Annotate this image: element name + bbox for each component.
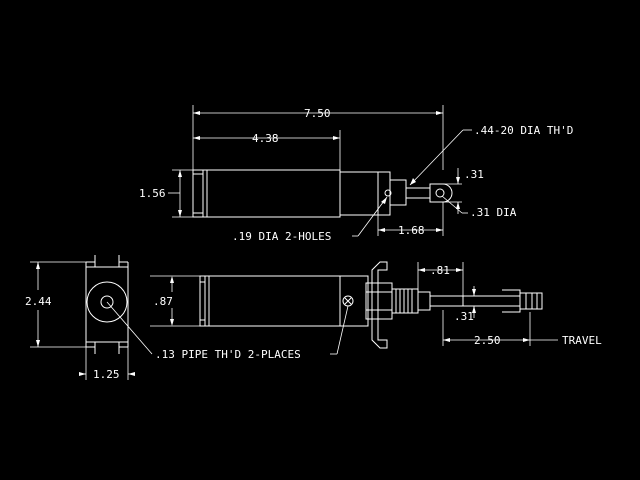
top-cap — [339, 171, 391, 216]
dim-rod-end-height: .31 — [464, 168, 484, 181]
end-outer-circle — [86, 281, 128, 323]
dim-bore: .87 — [153, 295, 173, 308]
label-thread: .44-20 DIA TH'D — [474, 124, 573, 137]
dim-rod-extension: 1.68 — [398, 224, 425, 237]
top-view — [168, 105, 472, 237]
label-ports-top: .19 DIA 2-HOLES — [232, 230, 331, 243]
dim-top-height: 1.56 — [139, 187, 166, 200]
label-ports-front: .13 PIPE TH'D 2-PLACES — [155, 348, 301, 361]
label-pin-dia: .31 DIA — [470, 206, 517, 219]
clevis — [502, 289, 521, 313]
front-body — [199, 275, 369, 327]
end-body — [85, 266, 129, 343]
front-view — [150, 261, 558, 355]
top-port-hole — [384, 189, 392, 197]
dim-clevis-length: .81 — [430, 264, 450, 277]
top-body — [192, 169, 341, 218]
port-leader-front — [106, 301, 153, 355]
front-nut — [365, 282, 393, 320]
port-leader-top — [357, 196, 388, 237]
dim-stroke: 2.50 — [474, 334, 501, 347]
label-travel: TRAVEL — [562, 334, 602, 347]
dim-clevis-offset: .31 — [454, 310, 474, 323]
top-rod-eye — [429, 183, 453, 203]
top-rod — [389, 179, 407, 206]
end-port-circle — [100, 295, 114, 309]
thread-leader — [409, 129, 464, 186]
dim-front-width: 1.25 — [93, 368, 120, 381]
dim-front-height: 2.44 — [25, 295, 52, 308]
dim-overall-length: 7.50 — [304, 107, 331, 120]
dim-body-length: 4.38 — [252, 132, 279, 145]
mounting-bracket — [371, 261, 388, 349]
end-view — [30, 255, 153, 380]
